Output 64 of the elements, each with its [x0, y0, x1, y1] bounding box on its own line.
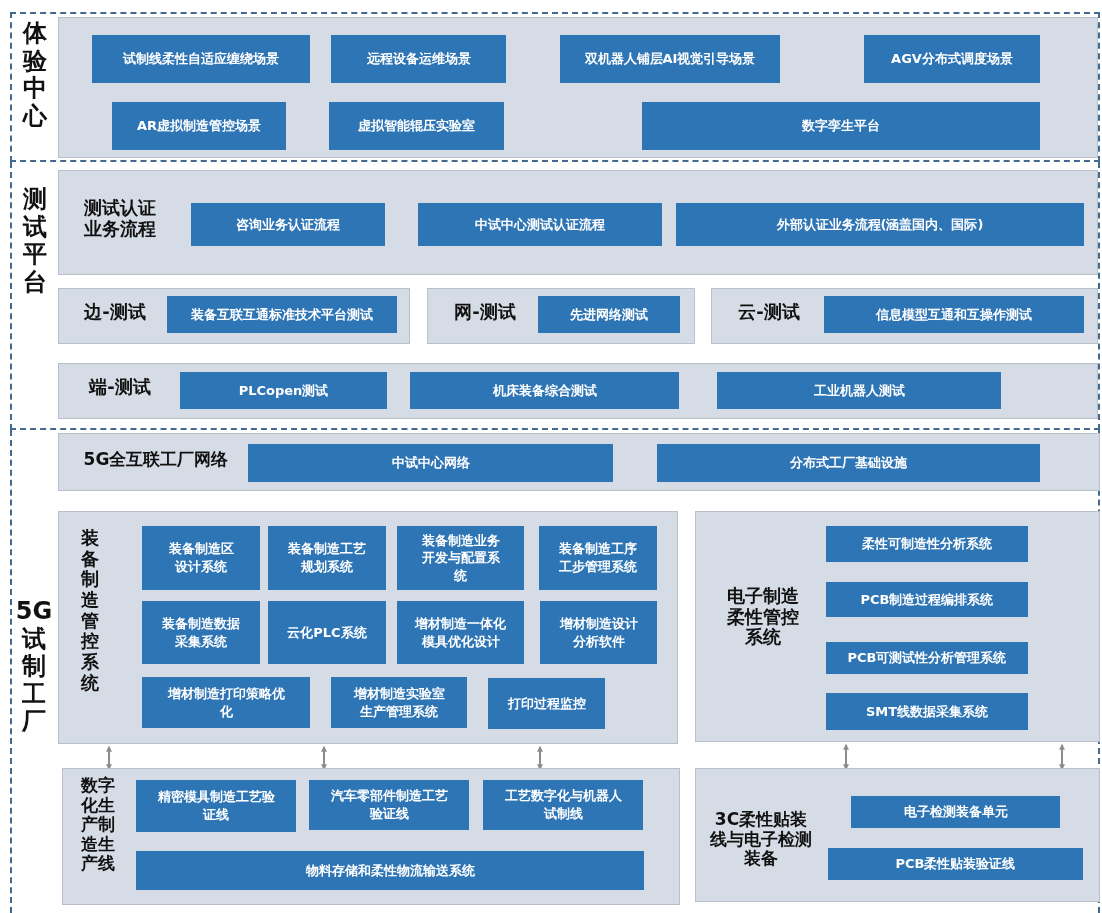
panel [58, 170, 1098, 275]
system-box: 数字孪生平台 [642, 102, 1040, 150]
panel [695, 768, 1100, 902]
panel-title: 端-测试 [89, 377, 151, 398]
panel [58, 363, 1098, 419]
section-title: 体验中心 [21, 20, 48, 131]
system-box: 云化PLC系统 [268, 601, 386, 664]
system-box: 增材制造设计分析软件 [540, 601, 657, 664]
system-box: 柔性可制造性分析系统 [826, 526, 1028, 562]
system-box: 工业机器人测试 [717, 372, 1001, 409]
system-box: PLCopen测试 [180, 372, 387, 409]
system-box: 先进网络测试 [538, 296, 680, 333]
panel-title: 测试认证业务流程 [83, 198, 157, 240]
system-box: AGV分布式调度场景 [864, 35, 1040, 83]
panel [58, 511, 678, 744]
panel [58, 288, 410, 344]
system-box: 打印过程监控 [488, 678, 605, 729]
system-box: SMT线数据采集系统 [826, 693, 1028, 730]
system-box: PCB可测试性分析管理系统 [826, 642, 1028, 674]
system-box: AR虚拟制造管控场景 [112, 102, 286, 150]
system-box: 虚拟智能辊压实验室 [329, 102, 504, 150]
system-box: 信息模型互通和互操作测试 [824, 296, 1084, 333]
panel-title: 电子制造柔性管控系统 [726, 586, 800, 649]
panel-title: 5G全互联工厂网络 [83, 450, 229, 470]
panel [695, 511, 1100, 742]
section-title: 5G试制工厂 [14, 598, 54, 736]
system-box: 中试中心网络 [248, 444, 613, 482]
system-box: 装备制造区设计系统 [142, 526, 260, 590]
section-frame [10, 162, 1100, 430]
system-box: 工艺数字化与机器人试制线 [483, 780, 643, 830]
system-box: 远程设备运维场景 [331, 35, 506, 83]
system-box: PCB柔性贴装验证线 [828, 848, 1083, 880]
system-box: 装备制造工序工步管理系统 [539, 526, 657, 590]
system-box: 装备互联互通标准技术平台测试 [167, 296, 397, 333]
system-box: 装备制造工艺规划系统 [268, 526, 386, 590]
system-box: 试制线柔性自适应缠绕场景 [92, 35, 310, 83]
system-box: 增材制造一体化模具优化设计 [397, 601, 524, 664]
system-box: 中试中心测试认证流程 [418, 203, 662, 246]
panel [711, 288, 1098, 344]
system-box: 增材制造实验室生产管理系统 [331, 677, 467, 728]
system-box: PCB制造过程编排系统 [826, 582, 1028, 617]
system-box: 装备制造业务开发与配置系统 [397, 526, 524, 590]
system-box: 装备制造数据采集系统 [142, 601, 260, 664]
system-box: 增材制造打印策略优化 [142, 677, 310, 728]
panel [58, 433, 1100, 491]
system-box: 精密模具制造工艺验证线 [136, 780, 296, 832]
system-box: 分布式工厂基础设施 [657, 444, 1040, 482]
system-box: 电子检测装备单元 [851, 796, 1060, 828]
system-box: 双机器人铺层AI视觉引导场景 [560, 35, 780, 83]
panel-title: 装备制造管控系统 [80, 528, 100, 694]
panel-title: 3C柔性贴装线与电子检测装备 [710, 810, 812, 869]
panel-title: 数字化生产制造生产线 [80, 776, 116, 874]
panel-title: 边-测试 [84, 302, 146, 323]
system-box: 咨询业务认证流程 [191, 203, 385, 246]
system-box: 机床装备综合测试 [410, 372, 679, 409]
section-frame [10, 430, 1100, 913]
panel-title: 云-测试 [738, 302, 800, 323]
system-box: 物料存储和柔性物流输送系统 [136, 851, 644, 890]
section-title: 测试平台 [21, 186, 48, 297]
panel [62, 768, 680, 905]
panel [427, 288, 695, 344]
system-box: 外部认证业务流程(涵盖国内、国际) [676, 203, 1084, 246]
panel-title: 网-测试 [454, 302, 516, 323]
system-box: 汽车零部件制造工艺验证线 [309, 780, 469, 830]
